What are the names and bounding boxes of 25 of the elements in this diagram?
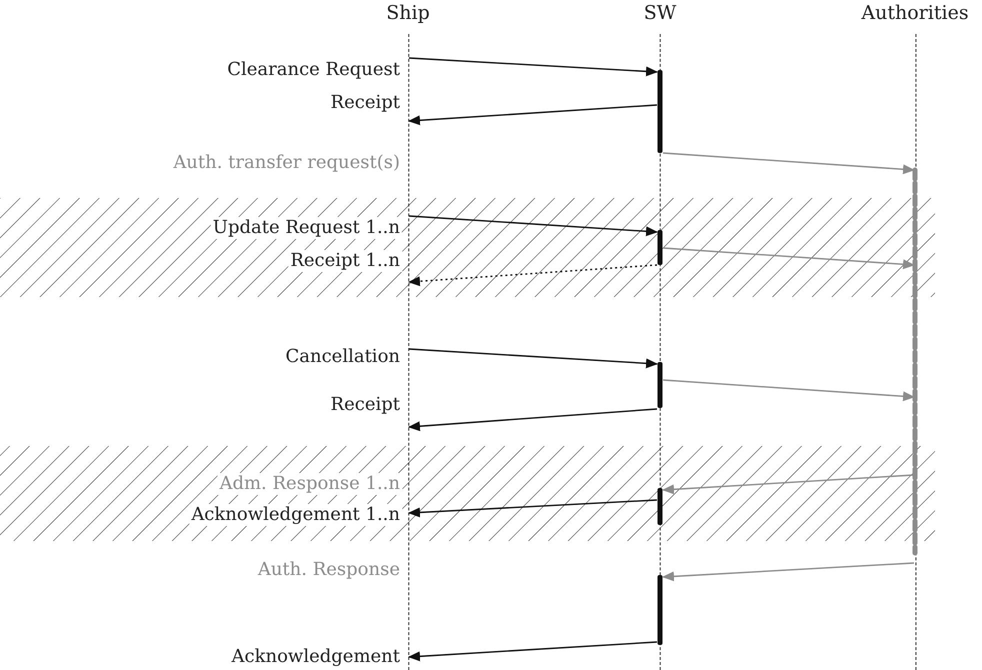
message-label: Receipt: [328, 92, 402, 114]
message-arrow: [408, 104, 658, 126]
message-arrow: [408, 641, 658, 662]
message-arrow: [408, 57, 658, 76]
message-label: Clearance Request: [225, 59, 402, 81]
message-label: Receipt 1..n: [288, 250, 402, 272]
message-arrow: [408, 264, 658, 286]
message-arrow: [662, 562, 914, 582]
message-arrow: [408, 348, 658, 368]
message-label: Update Request 1..n: [210, 217, 402, 239]
message-label: Auth. Response: [256, 559, 402, 581]
lifeline-header: SW: [644, 1, 676, 26]
message-arrow: [662, 474, 914, 494]
message-label: Acknowledgement 1..n: [189, 504, 402, 526]
message-arrow: [662, 379, 915, 402]
message-arrow: [408, 408, 658, 432]
lifeline-header: Authorities: [861, 1, 969, 26]
message-label: Adm. Response 1..n: [217, 473, 402, 495]
message-arrow: [662, 152, 915, 174]
lifeline-header: Ship: [386, 1, 430, 26]
message-arrow: [408, 499, 658, 518]
message-arrow: [662, 247, 915, 270]
message-label: Auth. transfer request(s): [171, 152, 402, 174]
message-label: Acknowledgement: [230, 646, 402, 668]
message-label: Receipt: [328, 394, 402, 416]
